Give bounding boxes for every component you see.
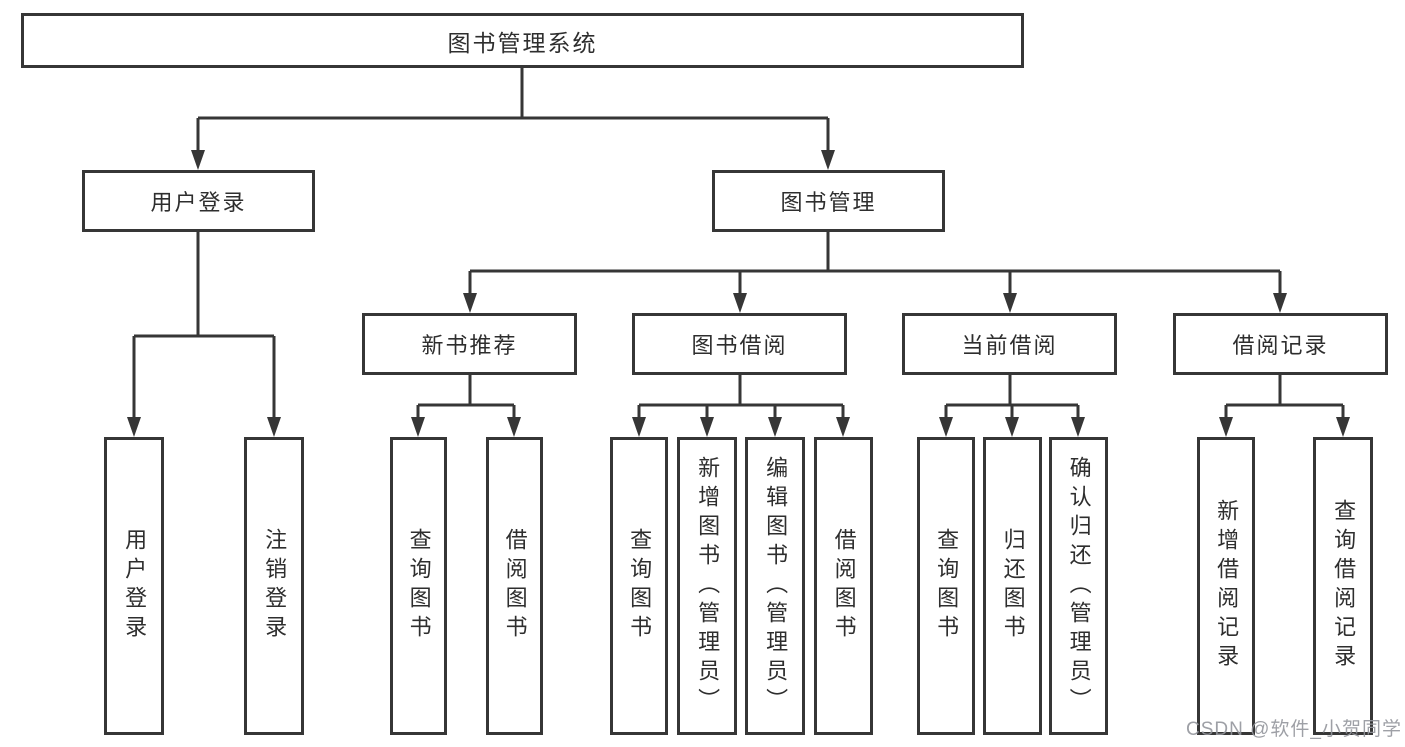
leaf-logout: 注销登录 — [244, 437, 304, 735]
leaf-borrow-books: 借阅图书 — [814, 437, 873, 735]
leaf-query-books-recommend: 查询图书 — [390, 437, 447, 735]
node-book-management-label: 图书管理 — [780, 190, 877, 215]
node-borrow-record-label: 借阅记录 — [1232, 333, 1329, 358]
leaf-return-book: 归还图书 — [983, 437, 1042, 735]
node-current-borrow-label: 当前借阅 — [961, 333, 1058, 358]
leaf-edit-book-admin: 编辑图书（管理员） — [745, 437, 805, 735]
node-user-login: 用户登录 — [82, 170, 315, 232]
leaf-query-books-borrow-label: 查询图书 — [627, 528, 653, 644]
node-book-borrow-label: 图书借阅 — [691, 333, 788, 358]
leaf-return-book-label: 归还图书 — [1000, 528, 1026, 644]
node-user-login-label: 用户登录 — [150, 190, 247, 215]
leaf-logout-label: 注销登录 — [262, 528, 288, 644]
leaf-query-books-current-label: 查询图书 — [934, 528, 960, 644]
leaf-user-login: 用户登录 — [104, 437, 164, 735]
leaf-query-borrow-record-label: 查询借阅记录 — [1331, 499, 1357, 673]
watermark: CSDN @软件_小贺同学 — [1186, 719, 1402, 740]
node-root-label: 图书管理系统 — [447, 29, 598, 56]
node-root: 图书管理系统 — [21, 13, 1024, 68]
leaf-add-book-admin: 新增图书（管理员） — [677, 437, 737, 735]
leaf-query-books-borrow: 查询图书 — [610, 437, 668, 735]
node-book-management: 图书管理 — [712, 170, 945, 232]
node-current-borrow: 当前借阅 — [902, 313, 1117, 375]
leaf-borrow-books-label: 借阅图书 — [831, 528, 857, 644]
node-borrow-record: 借阅记录 — [1173, 313, 1388, 375]
leaf-add-book-admin-label: 新增图书（管理员） — [695, 455, 721, 717]
leaf-borrow-books-recommend-label: 借阅图书 — [502, 528, 528, 644]
node-new-book-recommend-label: 新书推荐 — [421, 333, 518, 358]
node-new-book-recommend: 新书推荐 — [362, 313, 577, 375]
leaf-add-borrow-record-label: 新增借阅记录 — [1214, 499, 1240, 673]
leaf-add-borrow-record: 新增借阅记录 — [1197, 437, 1255, 735]
leaf-edit-book-admin-label: 编辑图书（管理员） — [763, 455, 789, 717]
leaf-user-login-label: 用户登录 — [122, 528, 148, 644]
leaf-query-borrow-record: 查询借阅记录 — [1313, 437, 1373, 735]
leaf-borrow-books-recommend: 借阅图书 — [486, 437, 543, 735]
leaf-confirm-return-admin-label: 确认归还（管理员） — [1066, 455, 1092, 717]
leaf-query-books-current: 查询图书 — [917, 437, 975, 735]
leaf-confirm-return-admin: 确认归还（管理员） — [1049, 437, 1108, 735]
leaf-query-books-recommend-label: 查询图书 — [406, 528, 432, 644]
node-book-borrow: 图书借阅 — [632, 313, 847, 375]
